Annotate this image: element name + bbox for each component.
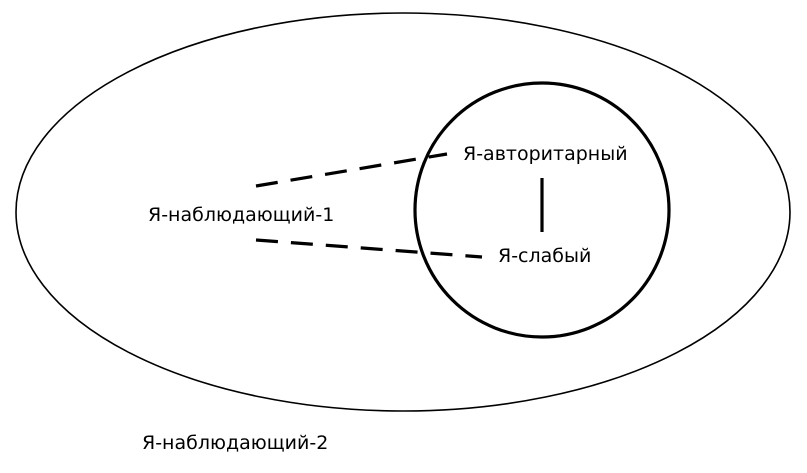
label-observer-1: Я-наблюдающий-1 [148,204,335,226]
outer-ellipse [15,12,791,412]
inner-circle [413,81,671,339]
label-authoritarian-self: Я-авторитарный [463,143,628,165]
dashed-connector-lower [255,238,483,259]
label-observer-2: Я-наблюдающий-2 [142,432,329,454]
dashed-connector-upper [255,152,448,188]
label-weak-self: Я-слабый [498,245,592,267]
